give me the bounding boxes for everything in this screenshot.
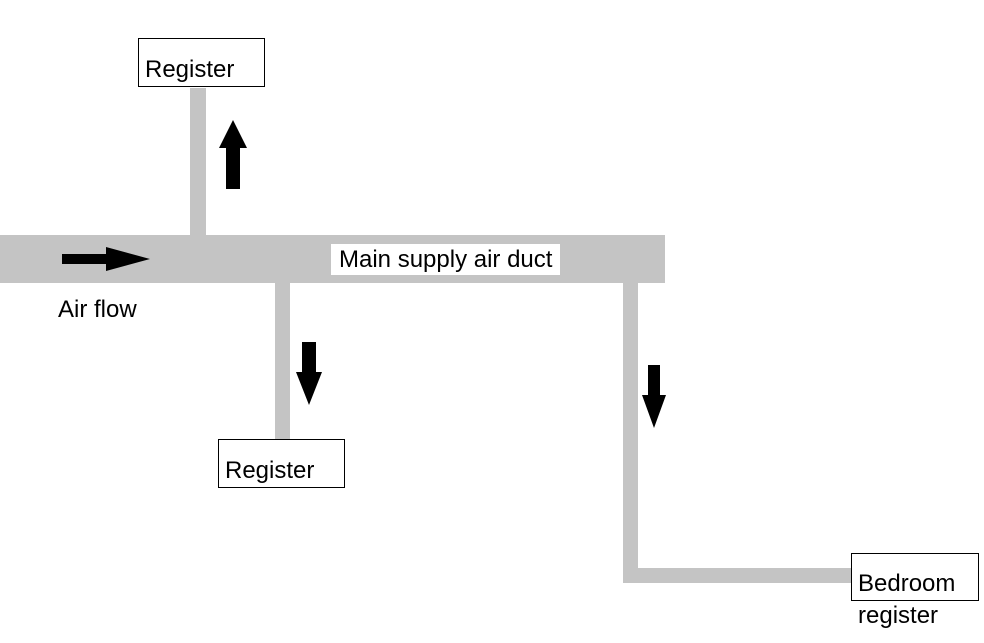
register-bottom-label: Register (225, 457, 315, 484)
arrow-up-icon (219, 120, 247, 189)
main-duct-label: Main supply air duct (331, 244, 561, 275)
register-bottom-box: Register (218, 439, 345, 488)
branch-duct-bedroom-horizontal (623, 568, 853, 583)
register-top-label: Register (145, 56, 235, 83)
bedroom-register-label-line2: register (858, 602, 939, 629)
bedroom-register-label-line1: Bedroom (858, 570, 956, 597)
branch-duct-up (190, 88, 206, 238)
arrow-down-icon (642, 365, 666, 428)
arrow-down-icon (296, 342, 322, 405)
arrow-right-icon (62, 247, 150, 271)
branch-duct-bedroom-vertical (623, 281, 638, 583)
branch-duct-down (275, 281, 290, 439)
bedroom-register-box (851, 553, 979, 601)
register-top-box: Register (138, 38, 265, 87)
air-flow-label: Air flow (58, 296, 137, 323)
